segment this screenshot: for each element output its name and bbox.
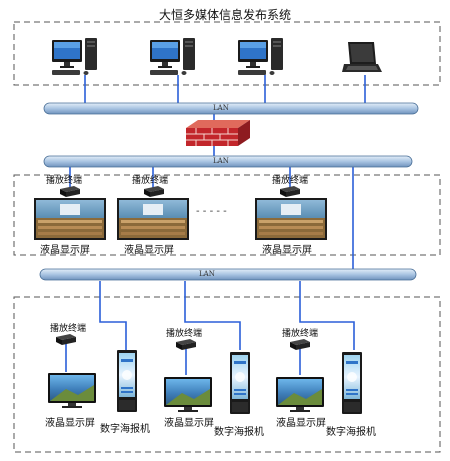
lcd-label: 液晶显示屏 [262,245,312,256]
firewall-icon [185,119,251,147]
lcd-label: 液晶显示屏 [164,418,214,429]
player-label: 播放终端 [46,176,83,186]
laptop-icon [342,42,382,72]
player-label: 播放终端 [282,329,319,339]
player-box-icon [176,339,196,350]
player-box-icon [144,186,164,197]
lcd-screen-icon [255,198,327,240]
lan-bus-top [43,102,419,115]
lan-bus-bottom [39,268,417,281]
lan-label-top: LAN [213,104,229,112]
player-box-icon [56,334,76,345]
player-label: 播放终端 [50,324,87,334]
player-label: 播放终端 [132,176,169,186]
player-box-icon [290,339,310,350]
lcd-label: 液晶显示屏 [40,245,90,256]
conference-zone-box [13,174,441,256]
lcd-screen-icon [276,377,324,412]
poster-label: 数字海报机 [214,427,264,438]
poster-label: 数字海报机 [326,427,376,438]
network-links [65,75,366,375]
diagram-title: 大恒多媒体信息发布系统 [158,8,291,22]
lcd-label: 液晶显示屏 [124,245,174,256]
lcd-screen-icon [48,373,96,408]
terminal-zone-box [13,296,441,453]
desktop-pc-icon [52,38,97,75]
poster-kiosk-icon [117,350,137,412]
player-label: 播放终端 [166,329,203,339]
poster-kiosk-icon [342,352,362,414]
client-zone-box [13,21,441,86]
ellipsis: - - - - - [196,206,227,217]
player-box-icon [60,186,80,197]
lcd-screen-icon [117,198,189,240]
lan-label-bottom: LAN [199,270,215,278]
lcd-screen-icon [34,198,106,240]
poster-label: 数字海报机 [100,424,150,435]
lan-bus-middle [43,155,413,168]
desktop-pc-icon [150,38,195,75]
poster-kiosk-icon [230,352,250,414]
lan-label-middle: LAN [213,157,229,165]
lcd-label: 液晶显示屏 [276,418,326,429]
player-label: 播放终端 [272,176,309,186]
lcd-screen-icon [164,377,212,412]
desktop-pc-icon [238,38,283,75]
lcd-label: 液晶显示屏 [45,418,95,429]
player-box-icon [280,186,300,197]
